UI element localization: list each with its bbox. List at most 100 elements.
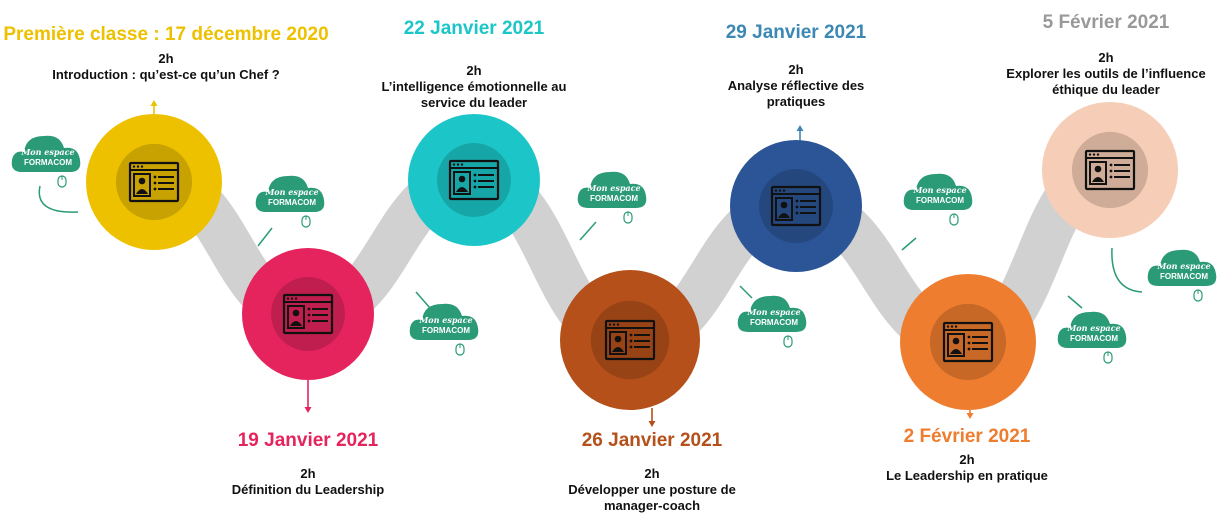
browser-profile-icon <box>1084 149 1136 191</box>
badge-line2: FORMACOM <box>422 326 470 335</box>
badge-line1: Mon espace <box>746 307 800 317</box>
inner-ring <box>271 277 345 351</box>
arrow-icon <box>739 285 753 299</box>
badge-line2: FORMACOM <box>24 158 72 167</box>
session-date: Première classe : 17 décembre 2020 <box>3 24 329 45</box>
session-title-line: Explorer les outils de l’influence <box>1006 66 1206 81</box>
session-circle <box>900 274 1036 410</box>
session-date: 5 Février 2021 <box>1042 12 1170 33</box>
badge-line1: Mon espace <box>20 147 74 157</box>
browser-profile-icon <box>770 185 822 227</box>
session-node-1 <box>86 114 222 250</box>
badge-line1: Mon espace <box>264 187 318 197</box>
session-date: 19 Janvier 2021 <box>237 430 379 451</box>
session-circles <box>86 102 1178 410</box>
session-duration: 2h <box>959 452 975 467</box>
browser-profile-icon <box>942 321 994 363</box>
session-node-7 <box>1042 102 1178 238</box>
badge-line1: Mon espace <box>1066 323 1120 333</box>
session-title-line: service du leader <box>420 95 528 110</box>
session-node-6 <box>900 274 1036 410</box>
session-duration: 2h <box>300 466 316 481</box>
session-circle <box>86 114 222 250</box>
arrow-icon <box>901 237 917 251</box>
badge-line1: Mon espace <box>586 183 640 193</box>
inner-ring <box>590 300 670 380</box>
badge-line1: Mon espace <box>912 185 966 195</box>
session-circle <box>1042 102 1178 238</box>
browser-profile-icon <box>128 161 180 203</box>
connector-arrow <box>150 100 158 114</box>
session-title-line: manager-coach <box>603 498 701 513</box>
arrow-icon <box>415 291 431 309</box>
connector-arrow <box>304 380 312 413</box>
connector-arrow <box>966 410 974 419</box>
session-title-line: Développer une posture de <box>568 482 736 497</box>
arrow-icon <box>38 185 79 213</box>
browser-profile-icon <box>448 159 500 201</box>
arrow-icon <box>257 227 273 247</box>
inner-ring <box>929 303 1007 381</box>
browser-profile-icon <box>282 293 334 335</box>
badge-line2: FORMACOM <box>1070 334 1118 343</box>
badge-line2: FORMACOM <box>750 318 798 327</box>
inner-ring <box>1071 131 1149 209</box>
session-title-line: Définition du Leadership <box>231 482 385 497</box>
connector-arrow <box>648 408 656 427</box>
session-node-3 <box>408 114 540 246</box>
session-circle <box>408 114 540 246</box>
session-title-line: L’intelligence émotionnelle au <box>381 79 567 94</box>
session-date: 29 Janvier 2021 <box>725 22 867 43</box>
session-date: 2 Février 2021 <box>903 426 1031 447</box>
arrow-icon <box>1067 295 1083 309</box>
session-duration: 2h <box>788 62 804 77</box>
badge-line1: Mon espace <box>1156 261 1210 271</box>
arrow-icon <box>579 221 597 241</box>
inner-ring <box>437 143 511 217</box>
browser-profile-icon <box>604 319 656 361</box>
badge-line2: FORMACOM <box>268 198 316 207</box>
badge-line1: Mon espace <box>418 315 472 325</box>
session-circle <box>242 248 374 380</box>
session-title-line: Introduction : qu’est-ce qu’un Chef ? <box>52 67 280 82</box>
session-circle <box>560 270 700 410</box>
session-title-line: Le Leadership en pratique <box>886 468 1048 483</box>
badge-line2: FORMACOM <box>590 194 638 203</box>
arrow-icon <box>1111 247 1143 293</box>
session-duration: 2h <box>466 63 482 78</box>
badge-line2: FORMACOM <box>1160 272 1208 281</box>
session-date: 26 Janvier 2021 <box>581 430 723 451</box>
badge-line2: FORMACOM <box>916 196 964 205</box>
session-title-line: Analyse réflective des <box>727 78 865 93</box>
session-node-5 <box>730 140 862 272</box>
session-title-line: éthique du leader <box>1052 82 1160 97</box>
session-title-line: pratiques <box>766 94 826 109</box>
session-duration: 2h <box>158 51 174 66</box>
session-node-2 <box>242 248 374 380</box>
session-node-4 <box>560 270 700 410</box>
inner-ring <box>115 143 193 221</box>
